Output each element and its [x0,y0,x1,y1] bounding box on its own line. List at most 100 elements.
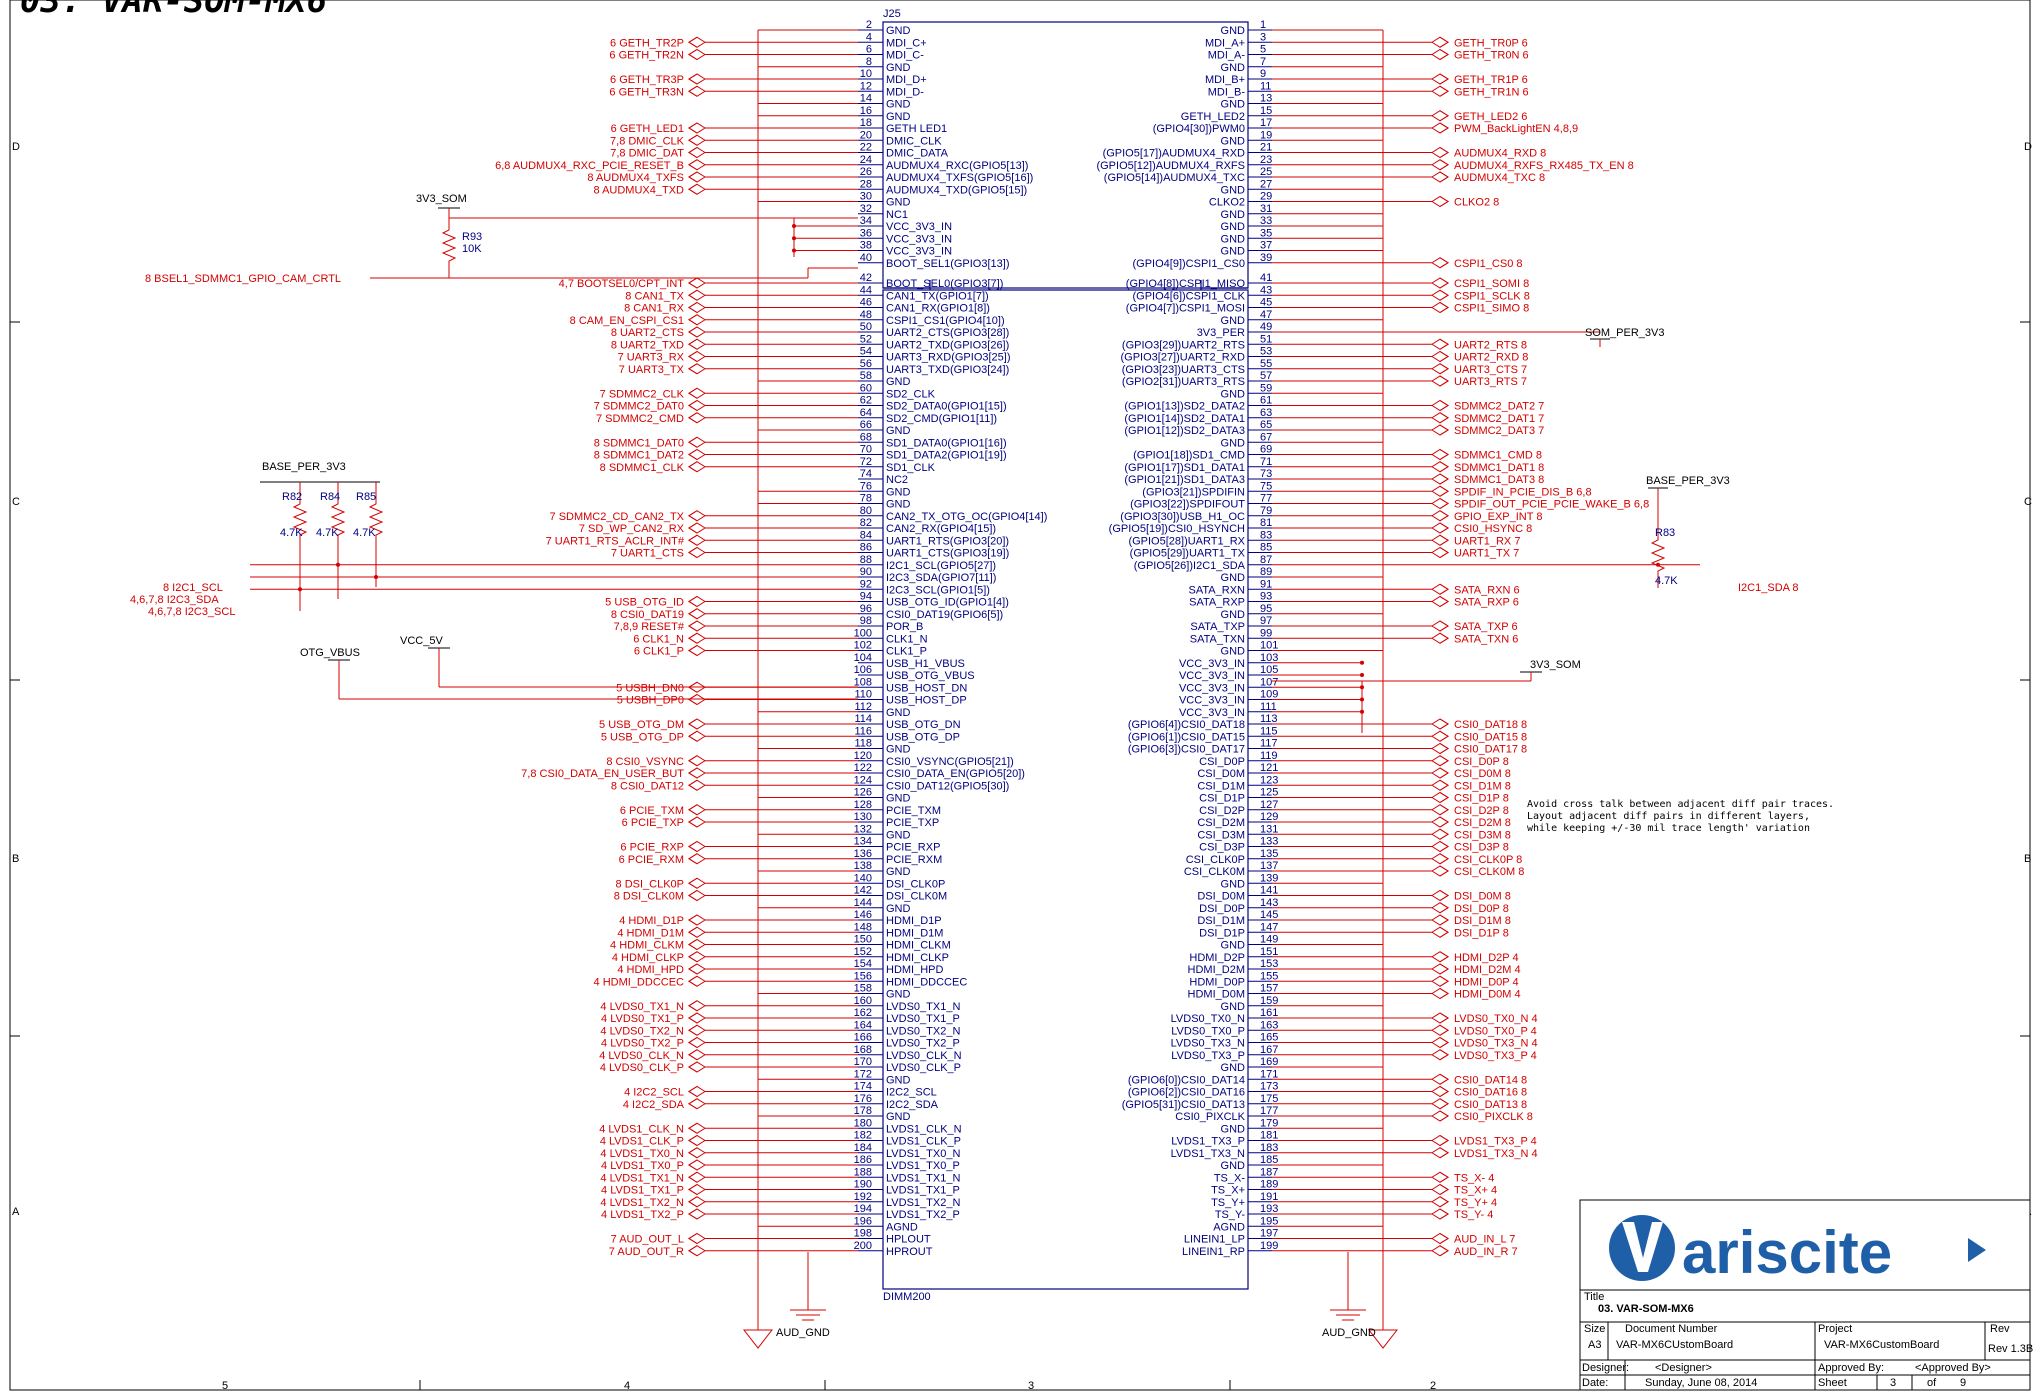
pin-name: TS_Y+ [1211,1197,1245,1209]
pin-number: 119 [1260,750,1278,762]
pin-number: 27 [1260,178,1272,190]
pin-number: 89 [1260,566,1272,578]
net-label: CSI_D1P 8 [1454,793,1509,805]
pin-name: CLK1_N [886,633,928,645]
sheet-label: Sheet [1818,1377,1847,1389]
pin-name: (GPIO1[21])SD1_DATA3 [1124,474,1245,486]
pin-name: I2C3_SDA(GPIO7[11]) [886,572,996,584]
pin-name: NC2 [886,474,908,486]
net-label: DSI_D1P 8 [1454,927,1509,939]
pin-number: 200 [854,1240,872,1252]
pin-name: MDI_D+ [886,74,927,86]
pin-name: USB_HOST_DN [886,682,967,694]
som-per-3v3-wire [1590,338,1610,347]
pin-name: (GPIO6[1])CSI0_DAT15 [1128,731,1245,743]
r84-value: 4.7K [316,527,339,539]
rev-value: Rev 1.3B [1988,1343,2033,1355]
pin-number: 188 [854,1166,872,1178]
net-label: CSPI1_SIMO 8 [1454,303,1529,315]
pin-number: 29 [1260,191,1272,203]
pin-name: GND [886,99,911,111]
pin-number: 81 [1260,517,1272,529]
base-per-3v3-left-label: BASE_PER_3V3 [262,461,346,473]
net-label: 7 UART1_CTS [611,548,684,560]
pin-number: 68 [860,431,872,443]
pin-name: GND [1221,1160,1246,1172]
pin-name: UART1_CTS(GPIO3[19]) [886,548,1009,560]
pin-number: 74 [860,468,872,480]
pin-name: HPROUT [886,1246,933,1258]
pin-number: 144 [854,897,872,909]
pin-name: GND [886,111,911,123]
pin-name: CSI_D3P [1199,842,1245,854]
pin-number: 132 [854,823,872,835]
r82-ref: R82 [282,491,302,503]
pin-name: DSI_D0P [1199,903,1245,915]
net-label: SDMMC1_DAT3 8 [1454,474,1544,486]
net-label: 7 SDMMC2_CMD [596,413,684,425]
pin-name: LVDS0_TX1_N [886,1001,960,1013]
pin-number: 15 [1260,105,1272,117]
pin-name: I2C2_SCL [886,1087,937,1099]
size-label: Size [1584,1323,1605,1335]
pin-number: 148 [854,921,872,933]
pin-number: 122 [854,762,872,774]
pin-name: CSI_D1M [1197,780,1245,792]
pin-number: 129 [1260,811,1278,823]
pin-number: 22 [860,142,872,154]
net-label: CSI0_DAT15 8 [1454,731,1527,743]
pin-number: 95 [1260,603,1272,615]
docnum-value: VAR-MX6CUstomBoard [1616,1339,1733,1351]
pin-number: 19 [1260,129,1272,141]
pin-name: SD2_DATA0(GPIO1[15]) [886,401,1007,413]
pin-number: 153 [1260,958,1278,970]
pin-number: 182 [854,1130,872,1142]
net-label: CSI_D0M 8 [1454,768,1511,780]
net-label: CSPI1_CS0 8 [1454,258,1522,270]
r85-ref: R85 [356,491,376,503]
pin-number: 125 [1260,787,1278,799]
i2c3-sda-net: 4,6,7,8 I2C3_SDA [130,594,219,606]
net-label: 4 LVDS0_TX1_N [600,1001,684,1013]
pin-number: 113 [1260,713,1278,725]
pin-name: UART3_TXD(GPIO3[24]) [886,364,1009,376]
pin-number: 77 [1260,493,1272,505]
pin-number: 75 [1260,480,1272,492]
pin-number: 195 [1260,1215,1278,1227]
pin-number: 85 [1260,542,1272,554]
pin-name: PCIE_TXM [886,805,941,817]
pin-number: 183 [1260,1142,1278,1154]
pin-name: GND [1221,437,1246,449]
pin-name: BOOT_SEL0(GPIO3[7]) [886,278,1003,290]
net-label: 4 LVDS0_TX2_P [601,1038,684,1050]
net-label: 6,8 AUDMUX4_RXC_PCIE_RESET_B [495,160,684,172]
connector-ref: J25 [883,8,901,20]
net-label: UART2_RXD 8 [1454,352,1528,364]
net-label: UART1_TX 7 [1454,548,1519,560]
pin-number: 62 [860,395,872,407]
pin-name: (GPIO3[23])UART3_CTS [1122,364,1245,376]
pin-number: 48 [860,309,872,321]
pin-name: GND [1221,25,1246,37]
pin-name: DSI_D0M [1197,891,1245,903]
net-label: 8 CAN1_RX [624,303,685,315]
net-label: 7 SDMMC2_CLK [600,388,685,400]
